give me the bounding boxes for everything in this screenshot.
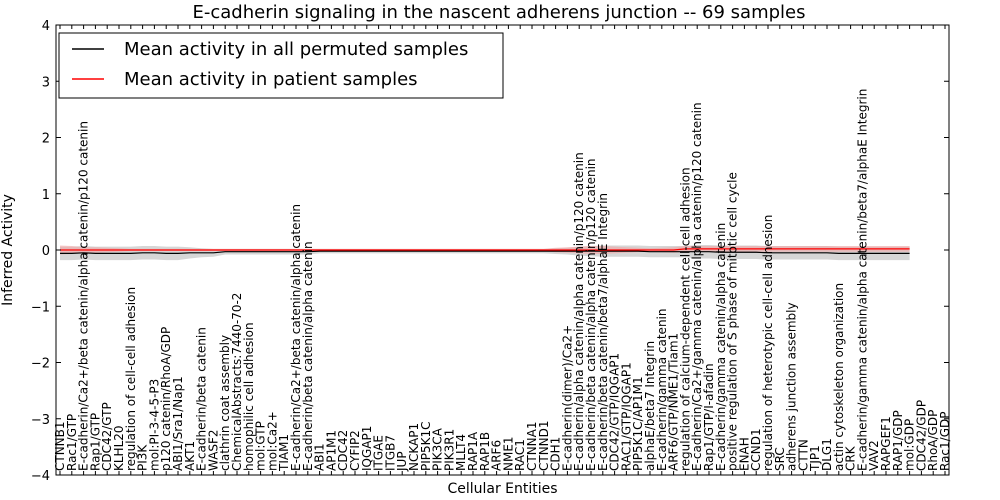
x-tick-label: E-cadherin(dimer)/Ca2+	[560, 325, 574, 471]
x-tick-label: ABI1/Sra1/Nap1	[171, 376, 185, 471]
x-tick-label: E-cadherin/Ca2+/beta catenin/alpha caten…	[77, 121, 91, 471]
x-tick-label: regulation of cell-cell adhesion	[124, 287, 138, 471]
y-tick-label: −1	[31, 300, 50, 315]
chart-title: E-cadherin signaling in the nascent adhe…	[192, 2, 805, 23]
x-tick-label: PIK3R1	[442, 429, 456, 471]
x-tick-label: PIP5K1C/AP1M1	[631, 376, 645, 471]
x-tick-label: ENAH	[737, 437, 751, 471]
y-tick-label: −4	[31, 469, 50, 484]
line-series-1	[60, 248, 910, 251]
x-tick-label: ARF6	[490, 440, 504, 471]
x-tick-label: MLLT4	[454, 434, 468, 471]
x-tick-label: VAV2	[867, 440, 881, 471]
x-tick-label: actin cytoskeleton organization	[832, 283, 846, 471]
x-tick-label: CCND1	[749, 428, 763, 471]
x-tick-label: TJP1	[808, 445, 822, 472]
x-tick-label: E-cadherin/Ca2+/gamma catenin/alpha cate…	[690, 102, 704, 471]
plot-frame	[55, 24, 950, 476]
x-tick-label: DLG1	[820, 438, 834, 471]
x-tick-label: PIP5K1C	[419, 421, 433, 471]
x-tick-label: E-cadherin/beta catenin	[195, 327, 209, 471]
x-tick-label: homophilic cell adhesion	[242, 322, 256, 471]
legend: Mean activity in all permuted samples Me…	[58, 32, 504, 99]
x-tick-label: RAC1	[513, 439, 527, 471]
x-tick-label: ARF6/GTP/NME1/Tiam1	[667, 333, 681, 471]
x-tick-label: KLHL20	[112, 425, 126, 471]
x-tick-label: CDC42/GDP	[914, 400, 928, 471]
x-tick-label: PI3K	[136, 444, 150, 471]
x-tick-label: JUP	[395, 451, 409, 472]
legend-label-patient: Mean activity in patient samples	[124, 69, 418, 90]
y-tick-label: −3	[31, 413, 50, 428]
x-tick-label: E-cadherin/gamma catenin	[655, 309, 669, 472]
x-tick-label: CDC42	[336, 430, 350, 471]
x-tick-label: E-cadherin/gamma catenin/alpha catenin	[714, 223, 728, 471]
legend-box	[58, 32, 504, 99]
x-tick-label: E-cadherin/gamma catenin/alpha catenin/b…	[855, 89, 869, 471]
y-tick-label: 4	[42, 19, 50, 34]
x-tick-label: adherens junction assembly	[785, 302, 799, 471]
x-tick-label: CRK	[844, 445, 858, 471]
x-tick-label: Rac1/GDP	[938, 412, 952, 471]
x-tick-label: E-cadherin/beta catenin/alpha catenin/p1…	[584, 158, 598, 471]
x-tick-label: TIAM1	[277, 434, 291, 472]
x-tick-label: E-cadherin/beta catenin/beta7/alphaE Int…	[596, 193, 610, 471]
line-series-0	[60, 250, 910, 254]
x-tick-label: ChemicalAbstracts:7440-70-2	[230, 293, 244, 471]
x-tick-label: CYFIP2	[348, 430, 362, 471]
x-tick-label: RAPGEF1	[879, 416, 893, 471]
x-tick-label: ITGAE	[372, 435, 386, 471]
x-tick-label: RAC1/GTP/IQGAP1	[619, 362, 633, 471]
x-tick-label: CDH1	[549, 437, 563, 471]
x-tick-label: RhoA/GDP	[926, 410, 940, 471]
x-tick-label: regulation of heterotypic cell-cell adhe…	[761, 215, 775, 471]
x-tick-label: CTNND1	[537, 420, 551, 471]
y-tick-label: 3	[42, 75, 50, 90]
x-tick-label: CTTN	[796, 439, 810, 471]
x-tick-label: RAP1/GDP	[891, 410, 905, 471]
x-tick-label: ABI1	[313, 443, 327, 471]
x-tick-label: AKT1	[183, 441, 197, 471]
x-tick-label: PIK3CA	[431, 427, 445, 471]
y-axis: −4 −3 −2 −1 0 1 2 3 4	[31, 19, 949, 484]
x-tick-label: mol:PI-3-4-5-P3	[147, 379, 161, 471]
x-tick-label: regulation of calcium-dependent cell-cel…	[678, 167, 692, 471]
x-tick-label: NME1	[501, 436, 515, 471]
x-tick-label: RAP1A	[466, 431, 480, 471]
x-tick-label: mol:GDP	[903, 419, 917, 471]
x-tick-label: SRC	[773, 447, 787, 471]
y-tick-label: 2	[42, 132, 50, 147]
x-tick-label: WASF2	[206, 429, 220, 471]
x-tick-label: positive regulation of S phase of mitoti…	[726, 172, 740, 471]
x-tick-label: CDC42/GTP/IQGAP1	[608, 353, 622, 471]
y-tick-label: −2	[31, 357, 50, 372]
x-tick-label: RAP1B	[478, 432, 492, 471]
x-tick-label: clathrin coat assembly	[218, 335, 232, 471]
x-tick-label: mol:Ca2+	[265, 411, 279, 471]
y-tick-label: 1	[42, 188, 50, 203]
x-tick-label: CDC42/GTP	[100, 402, 114, 471]
x-tick-label: mol:GTP	[254, 421, 268, 471]
x-tick-label: ITGB7	[383, 435, 397, 471]
y-tick-label: 0	[42, 244, 50, 259]
x-tick-label: IQGAP1	[360, 426, 374, 471]
x-tick-label: CTNNA1	[525, 421, 539, 471]
y-axis-title: Inferred Activity	[0, 194, 16, 306]
x-tick-label: AP1M1	[324, 430, 338, 471]
x-tick-label: Rap1/GTP/I-afadin	[702, 363, 716, 471]
x-tick-label: Rac1/GTP	[65, 414, 79, 471]
x-tick-label: p120 catenin/RhoA/GDP	[159, 327, 173, 471]
x-tick-label: alphaE/beta7 Integrin	[643, 341, 657, 471]
x-tick-label: E-cadherin/alpha catenin/alpha catenin/p…	[572, 152, 586, 471]
x-axis-title: Cellular Entities	[447, 481, 557, 497]
series-lines	[60, 248, 910, 254]
x-tick-label: NCKAP1	[407, 423, 421, 471]
x-tick-label: E-cadherin/beta catenin/alpha catenin	[301, 241, 315, 471]
x-tick-label: E-cadherin/Ca2+/beta catenin/alpha caten…	[289, 204, 303, 471]
legend-label-permuted: Mean activity in all permuted samples	[124, 39, 468, 60]
x-tick-label: Rap1/GTP	[88, 413, 102, 471]
